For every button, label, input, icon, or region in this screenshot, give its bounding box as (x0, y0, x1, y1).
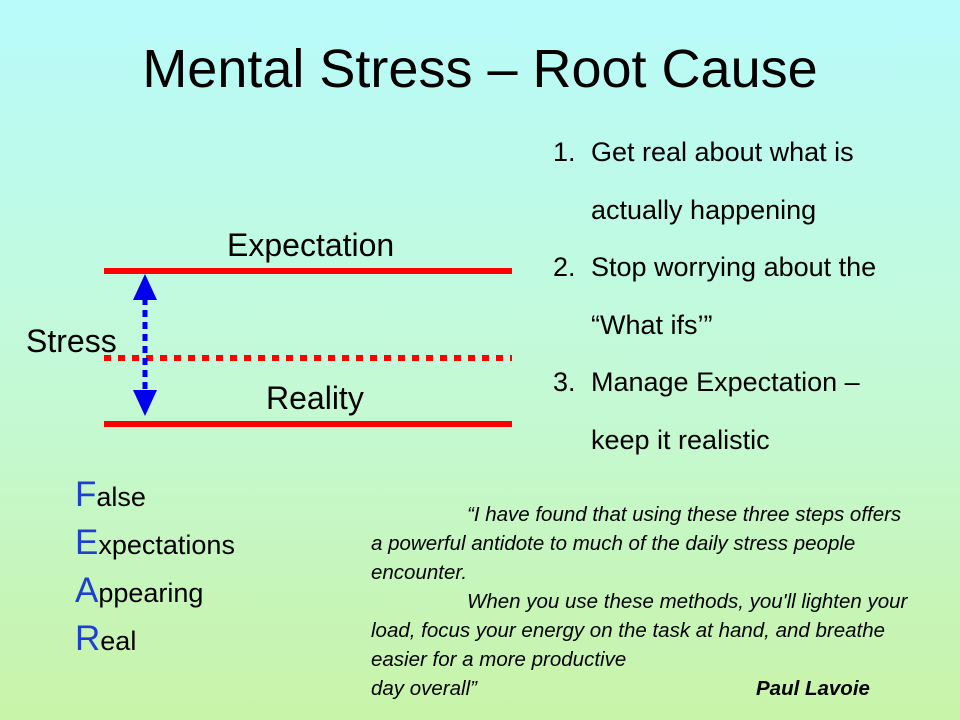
step-text-line: actually happening (591, 194, 817, 225)
quote-block: “I have found that using these three ste… (371, 500, 916, 703)
acronym-initial: E (75, 523, 99, 562)
step-number: 1. (553, 137, 576, 167)
acronym-rest: xpectations (98, 530, 235, 560)
step-text-line: Get real about what is (591, 137, 854, 167)
slide-title: Mental Stress – Root Cause (142, 39, 818, 99)
expectation-label: Expectation (227, 227, 395, 263)
acronym-rest: alse (96, 482, 146, 512)
step-text-line: Manage Expectation – (591, 367, 860, 397)
step-item: 3. Manage Expectation – keep it realisti… (553, 354, 953, 469)
step-text-line: “What ifs’” (591, 309, 713, 340)
step-number: 2. (553, 252, 576, 282)
acronym-initial: R (75, 619, 101, 658)
quote-last-line: day overall” Paul Lavoie (371, 674, 916, 703)
acronym-initial: F (75, 475, 97, 514)
steps-list: 1. Get real about what is actually happe… (553, 124, 953, 469)
step-item: 2. Stop worrying about the “What ifs’” (553, 239, 953, 354)
stress-label: Stress (26, 323, 117, 359)
quote-paragraph: “I have found that using these three ste… (371, 503, 902, 584)
acronym-rest: ppearing (98, 578, 204, 608)
fear-acronym: False Expectations Appearing Real (75, 472, 235, 664)
reality-label: Reality (266, 380, 364, 416)
acronym-initial: A (75, 571, 99, 610)
acronym-row: Real (75, 616, 235, 664)
quote-paragraph: When you use these methods, you'll light… (371, 590, 908, 671)
acronym-rest: eal (100, 626, 137, 656)
quote-ending: day overall” (371, 677, 477, 700)
acronym-row: Expectations (75, 520, 235, 568)
acronym-row: False (75, 472, 235, 520)
step-number: 3. (553, 367, 576, 397)
step-item: 1. Get real about what is actually happe… (553, 124, 953, 239)
arrow-down-head-icon (133, 390, 157, 416)
acronym-row: Appearing (75, 568, 235, 616)
step-text-line: Stop worrying about the (591, 252, 877, 282)
step-text-line: keep it realistic (591, 424, 770, 455)
arrow-up-head-icon (133, 274, 157, 300)
quote-author: Paul Lavoie (756, 677, 870, 700)
